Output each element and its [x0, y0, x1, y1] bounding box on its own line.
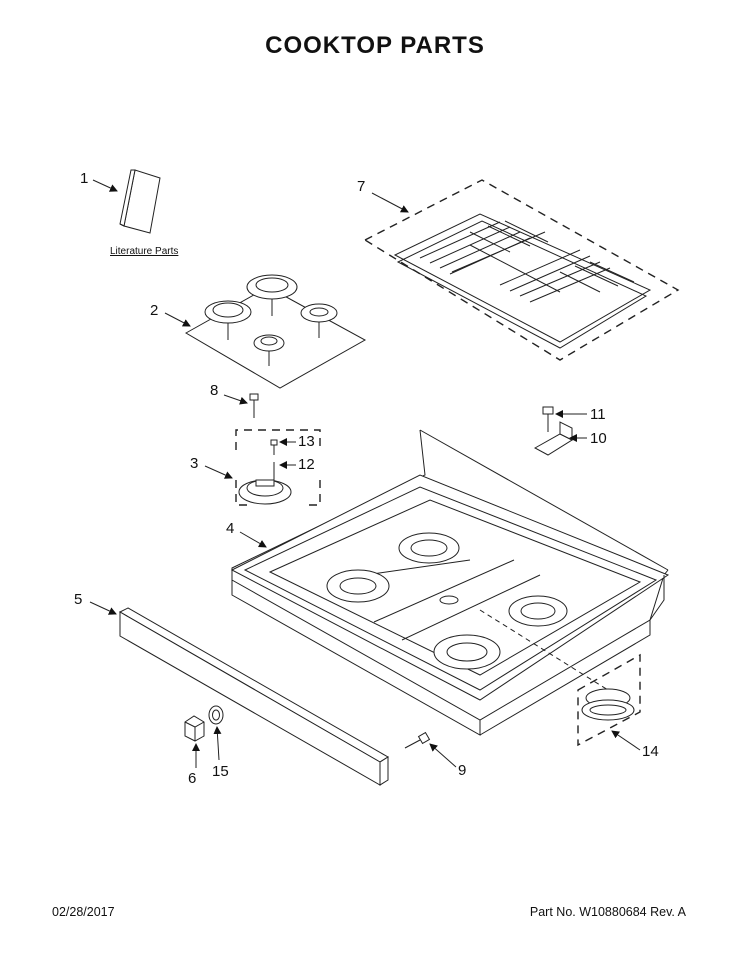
burner-cap-set — [184, 274, 367, 389]
callout-15: 15 — [212, 763, 229, 780]
screw-9 — [404, 731, 431, 749]
literature-booklet — [119, 169, 161, 234]
callout-9: 9 — [458, 762, 466, 779]
callout-1: 1 — [80, 170, 88, 187]
page-title: COOKTOP PARTS — [265, 32, 485, 59]
literature-parts-label: Literature Parts — [110, 246, 178, 257]
ignitor-harness-assembly — [479, 609, 641, 747]
control-knob — [184, 715, 205, 742]
manifold-panel — [118, 607, 389, 786]
footer-date: 02/28/2017 — [52, 905, 115, 919]
callout-8: 8 — [210, 382, 218, 399]
cooktop-grates — [363, 179, 680, 361]
callout-7: 7 — [357, 178, 365, 195]
callout-13: 13 — [298, 433, 315, 450]
callout-12: 12 — [298, 456, 315, 473]
callout-10: 10 — [590, 430, 607, 447]
callout-11: 11 — [590, 406, 606, 423]
knob-bezel — [208, 705, 224, 725]
burner-base-assembly — [235, 429, 321, 506]
callout-6: 6 — [188, 770, 196, 787]
callout-5: 5 — [74, 591, 82, 608]
footer-part-number: Part No. W10880684 Rev. A — [529, 905, 686, 919]
callout-4: 4 — [226, 520, 234, 537]
callout-2: 2 — [150, 302, 158, 319]
callout-14: 14 — [642, 743, 659, 760]
screw-8 — [249, 393, 259, 418]
callout-3: 3 — [190, 455, 198, 472]
cooktop-main — [230, 429, 670, 736]
